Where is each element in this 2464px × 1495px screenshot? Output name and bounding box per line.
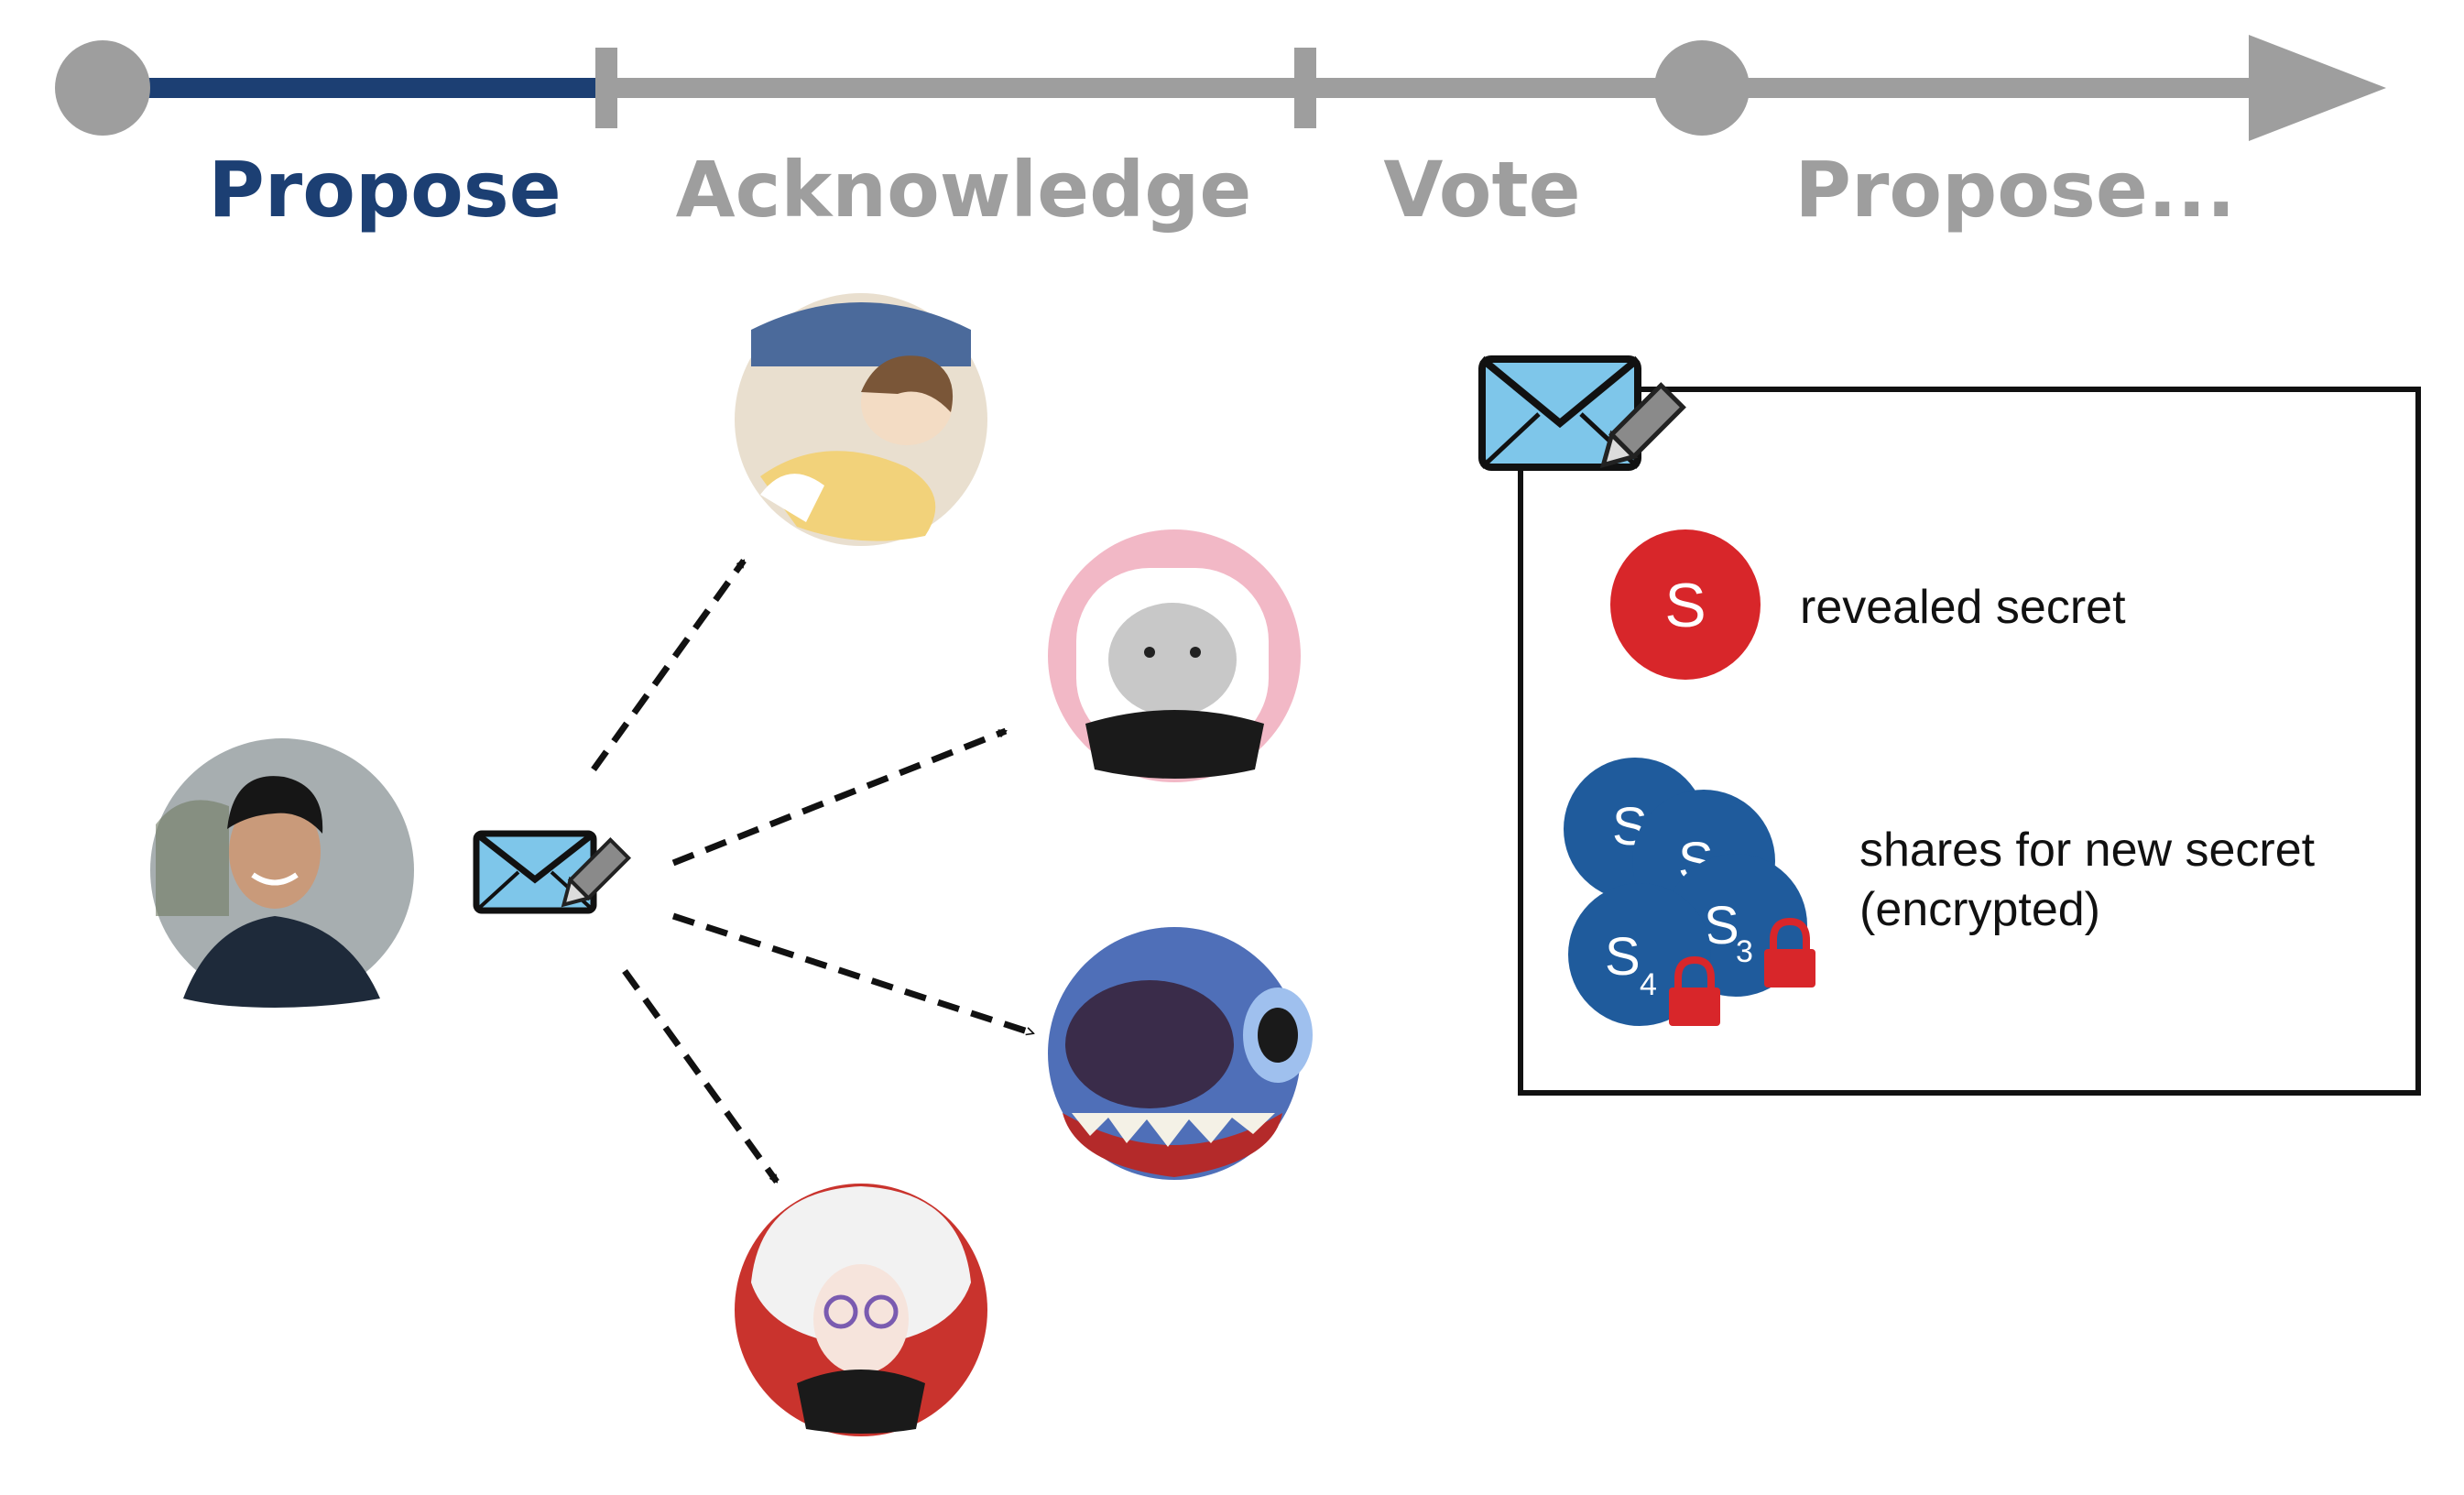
revealed-secret-label: revealed secret xyxy=(1800,581,2126,634)
timeline-round-node xyxy=(1654,40,1750,136)
share-3-subscript: 3 xyxy=(1736,934,1753,969)
recipient-avatar-2 xyxy=(1048,529,1301,782)
timeline-start-node xyxy=(55,40,150,136)
legend-envelope-icon xyxy=(1478,355,1686,471)
share-4-subscript: 4 xyxy=(1640,967,1657,1002)
phase-label-propose-next: Propose... xyxy=(1794,145,2235,235)
shares-label-line1: shares for new secret xyxy=(1859,824,2316,877)
phase-labels: Propose Acknowledge Vote Propose... xyxy=(208,145,2235,235)
recipient-avatar-1 xyxy=(735,293,987,546)
message-envelope-icon xyxy=(473,830,632,914)
share-4-lock-icon xyxy=(1669,955,1720,1026)
phase-label-vote: Vote xyxy=(1383,145,1580,235)
share-3-lock-icon xyxy=(1764,917,1815,988)
arrow-to-recipient-3 xyxy=(671,912,1033,1037)
revealed-secret-item: S revealed secret xyxy=(1610,529,2126,680)
arrow-to-recipient-2 xyxy=(671,727,1006,867)
revealed-secret-symbol: S xyxy=(1664,571,1706,640)
arrow-to-recipient-1 xyxy=(591,558,747,772)
pencil-icon xyxy=(561,836,632,908)
legend-pencil-icon xyxy=(1599,382,1686,469)
recipient-avatar-4 xyxy=(735,1184,987,1436)
shares-label-line2: (encrypted) xyxy=(1859,883,2100,936)
share-4-symbol: S xyxy=(1605,927,1641,987)
recipient-avatar-3 xyxy=(1048,927,1313,1180)
phase-label-acknowledge: Acknowledge xyxy=(676,145,1252,235)
proposer-avatar xyxy=(150,738,414,1008)
timeline-tick-2 xyxy=(1294,48,1316,128)
phase-label-propose: Propose xyxy=(208,145,561,235)
timeline-tick-1 xyxy=(595,48,617,128)
message-contents-legend: S revealed secret S S S 3 S 4 shares for xyxy=(1478,355,2421,1096)
revealed-secret-badge xyxy=(1610,529,1761,680)
encrypted-shares-item: S S S 3 S 4 shares for new secret (encry… xyxy=(1564,758,2316,1026)
phase-timeline xyxy=(55,35,2386,141)
arrow-to-recipient-4 xyxy=(622,968,780,1184)
timeline-arrowhead xyxy=(2249,35,2386,141)
broadcast-arrows xyxy=(591,558,1033,1184)
